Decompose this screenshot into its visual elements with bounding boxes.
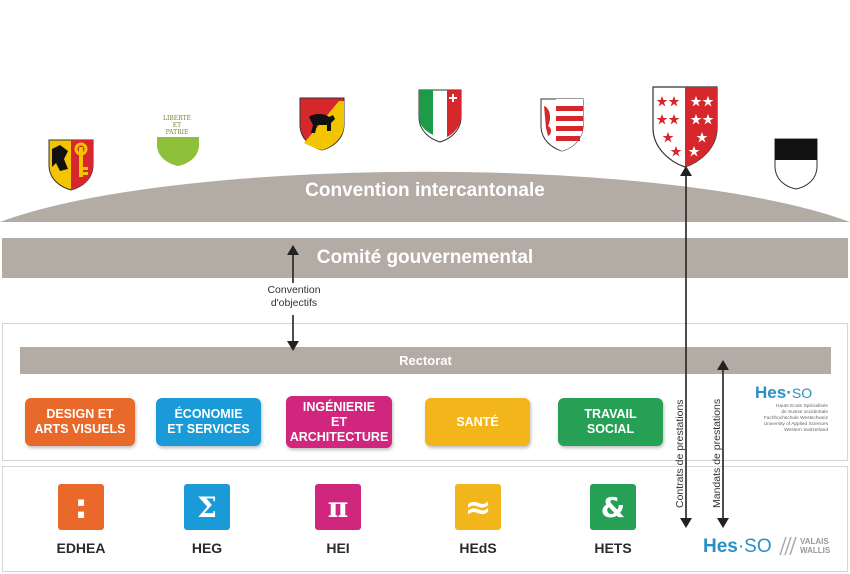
convention-intercantonale-arch — [0, 171, 850, 222]
hes-so-valais-wallis-text: VALAIS WALLIS — [800, 537, 831, 555]
convention-objectifs-label: Convention d'objectifs — [267, 284, 321, 309]
convention-objectifs-arrow — [287, 245, 299, 351]
rectorat-band: Rectorat — [20, 347, 831, 374]
hes-so-valais-slashes — [779, 536, 797, 556]
hes-so-logo-subtitle: Haute Ecole Spécialisée de Suisse occide… — [763, 404, 828, 433]
hes-so-valais-schools-frame — [2, 466, 848, 572]
hes-so-organization-frame — [2, 323, 848, 461]
edhea-symbol: : — [58, 484, 104, 530]
valais-coat-of-arms — [652, 86, 718, 168]
hes-so-valais-wallis-logo: Hes·SO — [703, 536, 772, 557]
mandats-prestations-label: Mandats de prestations — [711, 398, 723, 508]
contrats-prestations-label: Contrats de prestations — [674, 399, 686, 508]
heg-acronym: HEG — [191, 540, 223, 556]
domain-sante: SANTÉ — [425, 398, 530, 446]
hets-acronym: HETS — [594, 540, 632, 556]
heds-symbol: ≈ — [455, 484, 501, 530]
jura-coat-of-arms — [540, 98, 584, 152]
heg-symbol: Σ — [184, 484, 230, 530]
hei-symbol: π — [315, 484, 361, 530]
hes-so-logo: Hes·SO — [755, 383, 813, 402]
vaud-coat-of-arms — [157, 137, 199, 166]
convention-intercantonale-label: Convention intercantonale — [305, 180, 545, 201]
mandats-prestations-arrow — [717, 360, 729, 528]
geneve-coat-of-arms — [48, 139, 94, 191]
comite-gouvernemental-band: Comité gouvernemental — [2, 238, 848, 278]
bern-coat-of-arms — [299, 97, 345, 151]
heds-acronym: HEdS — [459, 540, 497, 556]
fribourg-coat-of-arms — [774, 138, 818, 190]
contrats-prestations-arrow — [680, 166, 692, 528]
edhea-acronym: EDHEA — [56, 540, 106, 556]
rectorat-label: Rectorat — [399, 353, 452, 368]
hets-symbol: & — [590, 484, 636, 530]
hei-acronym: HEI — [326, 540, 350, 556]
neuchatel-coat-of-arms — [418, 89, 462, 143]
comite-gouvernemental-label: Comité gouvernemental — [316, 247, 534, 268]
vaud-motto: LIBERTÉ ET PATRIE — [163, 115, 191, 136]
